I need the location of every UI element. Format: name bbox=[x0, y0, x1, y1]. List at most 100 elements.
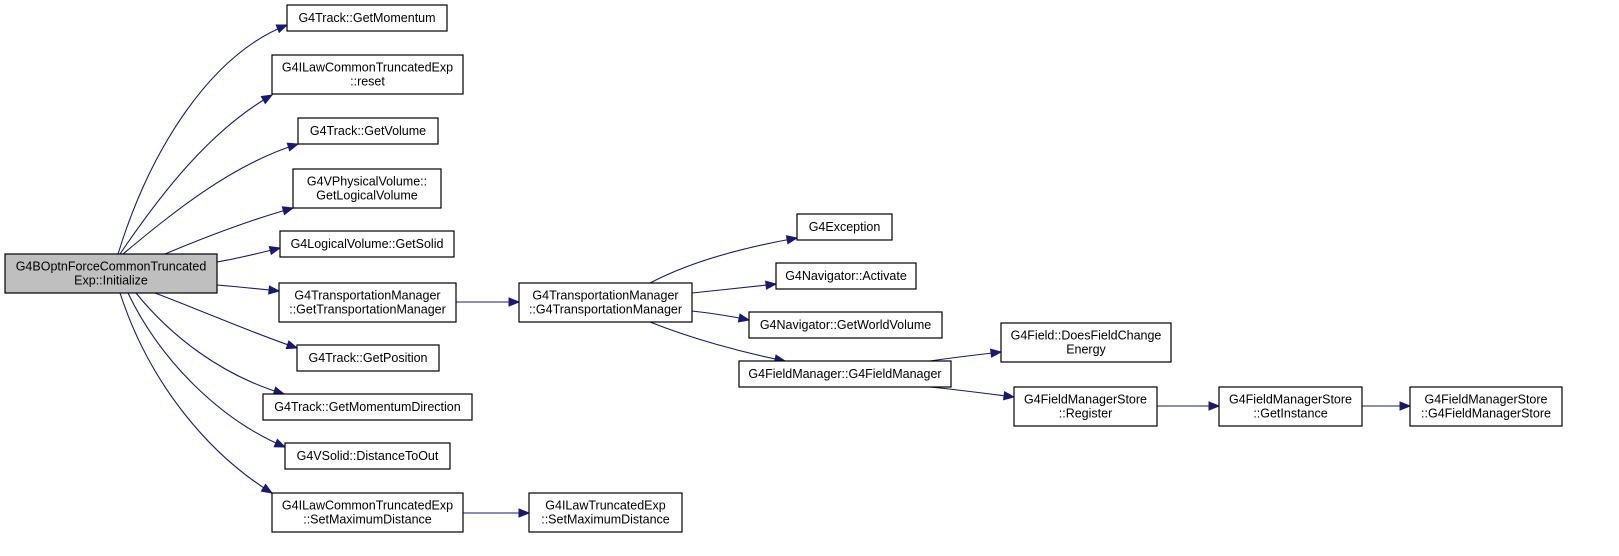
arrowhead-icon bbox=[785, 235, 799, 245]
node-label-line: G4VSolid::DistanceToOut bbox=[297, 449, 439, 463]
node-transmgr-gettransmgr[interactable]: G4TransportationManager::GetTransportati… bbox=[278, 282, 457, 323]
node-logical-getsolid[interactable]: G4LogicalVolume::GetSolid bbox=[279, 230, 455, 258]
node-label-line: ::SetMaximumDistance bbox=[541, 513, 670, 527]
edge-line bbox=[119, 94, 273, 255]
edge-line bbox=[649, 237, 798, 284]
call-edge-fmstore_register-to-fmstore_getinstance bbox=[1157, 401, 1221, 411]
node-track-getvolume[interactable]: G4Track::GetVolume bbox=[297, 117, 439, 145]
node-fmstore-ctor[interactable]: G4FieldManagerStore::G4FieldManagerStore bbox=[1409, 386, 1563, 427]
node-track-getposition[interactable]: G4Track::GetPosition bbox=[296, 344, 440, 372]
call-edge-root-to-vsolid_distout bbox=[127, 292, 287, 448]
node-label-line: ::SetMaximumDistance bbox=[303, 513, 432, 527]
edge-line bbox=[929, 386, 1015, 398]
arrowhead-icon bbox=[737, 313, 751, 323]
node-box bbox=[278, 282, 457, 323]
edge-line bbox=[119, 292, 273, 494]
node-box bbox=[518, 282, 693, 323]
edge-line bbox=[164, 207, 294, 255]
node-box bbox=[1218, 386, 1363, 427]
edge-line bbox=[135, 292, 285, 395]
node-label-line: ::reset bbox=[350, 75, 385, 89]
call-edge-root-to-logical_getsolid bbox=[216, 245, 282, 263]
node-box bbox=[738, 360, 952, 388]
arrowhead-icon bbox=[1399, 401, 1412, 411]
arrowhead-icon bbox=[765, 280, 778, 290]
edge-line bbox=[127, 292, 286, 448]
node-box bbox=[286, 4, 448, 32]
node-label-line: ::Register bbox=[1059, 407, 1113, 421]
call-edge-fmstore_getinstance-to-fmstore_ctor bbox=[1362, 401, 1412, 411]
node-box bbox=[271, 492, 464, 533]
node-vphys-getlogical[interactable]: G4VPhysicalVolume::GetLogicalVolume bbox=[292, 168, 442, 209]
node-label-line: G4Track::GetMomentumDirection bbox=[274, 400, 460, 414]
edge-line bbox=[117, 24, 288, 255]
node-track-getmomentum[interactable]: G4Track::GetMomentum bbox=[286, 4, 448, 32]
node-box bbox=[4, 253, 218, 294]
node-fmstore-getinstance[interactable]: G4FieldManagerStore::GetInstance bbox=[1218, 386, 1363, 427]
node-label-line: G4VPhysicalVolume:: bbox=[307, 175, 427, 189]
edge-line bbox=[122, 143, 299, 255]
node-nav-getworld[interactable]: G4Navigator::GetWorldVolume bbox=[748, 311, 943, 339]
call-edge-root-to-ilaw_reset bbox=[119, 94, 274, 255]
call-edge-root-to-track_getposition bbox=[154, 292, 299, 350]
node-label-line: G4FieldManagerStore bbox=[1229, 393, 1352, 407]
call-edge-root-to-vphys_getlogical bbox=[164, 206, 295, 255]
edge-line bbox=[691, 283, 777, 294]
call-edge-root-to-track_getvolume bbox=[122, 142, 300, 255]
arrowhead-icon bbox=[260, 483, 274, 494]
node-label-line: G4Track::GetVolume bbox=[310, 124, 426, 138]
node-label-line: ::GetTransportationManager bbox=[289, 303, 446, 317]
call-edge-root-to-ilaw_setmaxdist bbox=[119, 292, 274, 494]
node-box bbox=[284, 442, 451, 470]
arrowhead-icon bbox=[260, 94, 274, 105]
node-label-line: G4Track::GetMomentum bbox=[298, 11, 435, 25]
node-label-line: G4ILawCommonTruncatedExp bbox=[282, 61, 453, 75]
node-box bbox=[297, 117, 439, 145]
node-label-line: G4FieldManagerStore bbox=[1024, 393, 1147, 407]
node-label-line: GetLogicalVolume bbox=[316, 189, 418, 203]
node-nav-activate[interactable]: G4Navigator::Activate bbox=[775, 262, 917, 290]
node-label-line: Energy bbox=[1066, 343, 1106, 357]
call-edge-fieldmgr_ctor-to-field_doeschange bbox=[929, 348, 1003, 362]
arrowhead-icon bbox=[268, 245, 282, 256]
call-edge-root-to-track_getmomentum bbox=[117, 24, 289, 255]
node-label-line: G4TransportationManager bbox=[532, 289, 678, 303]
edge-line bbox=[154, 292, 298, 349]
node-label-line: G4Track::GetPosition bbox=[308, 351, 427, 365]
node-root[interactable]: G4BOptnForceCommonTruncatedExp::Initiali… bbox=[4, 253, 218, 294]
node-box bbox=[271, 54, 464, 95]
edge-line bbox=[649, 321, 786, 362]
node-transmgr-ctor[interactable]: G4TransportationManager::G4Transportatio… bbox=[518, 282, 693, 323]
node-ilaw-setmaxdist[interactable]: G4ILawCommonTruncatedExp::SetMaximumDist… bbox=[271, 492, 464, 533]
node-fmstore-register[interactable]: G4FieldManagerStore::Register bbox=[1013, 386, 1158, 427]
node-label-line: ::GetInstance bbox=[1253, 407, 1327, 421]
node-ilaw-reset[interactable]: G4ILawCommonTruncatedExp::reset bbox=[271, 54, 464, 95]
node-fieldmgr-ctor[interactable]: G4FieldManager::G4FieldManager bbox=[738, 360, 952, 388]
arrowhead-icon bbox=[1208, 401, 1221, 411]
node-label-line: G4Navigator::GetWorldVolume bbox=[760, 318, 931, 332]
node-track-getmomdir[interactable]: G4Track::GetMomentumDirection bbox=[262, 393, 473, 421]
node-label-line: Exp::Initialize bbox=[74, 274, 148, 288]
node-label-line: ::G4TransportationManager bbox=[529, 303, 682, 317]
node-box bbox=[262, 393, 473, 421]
node-ilawtrunc-setmaxdist[interactable]: G4ILawTruncatedExp::SetMaximumDistance bbox=[528, 492, 683, 533]
node-label-line: G4LogicalVolume::GetSolid bbox=[291, 237, 444, 251]
node-vsolid-distout[interactable]: G4VSolid::DistanceToOut bbox=[284, 442, 451, 470]
node-g4exception[interactable]: G4Exception bbox=[796, 213, 893, 241]
node-box bbox=[528, 492, 683, 533]
node-box bbox=[1409, 386, 1563, 427]
node-label-line: G4Navigator::Activate bbox=[785, 269, 907, 283]
node-label-line: G4BOptnForceCommonTruncated bbox=[16, 260, 207, 274]
arrowhead-icon bbox=[518, 508, 531, 518]
node-box bbox=[1000, 322, 1172, 363]
node-label-line: G4ILawCommonTruncatedExp bbox=[282, 499, 453, 513]
call-edges bbox=[117, 24, 1412, 518]
arrowhead-icon bbox=[281, 206, 295, 216]
arrowhead-icon bbox=[285, 340, 299, 350]
arrowhead-icon bbox=[508, 297, 521, 307]
node-box bbox=[1013, 386, 1158, 427]
call-edge-transmgr_gettransmgr-to-transmgr_ctor bbox=[456, 297, 521, 307]
call-edge-root-to-transmgr_gettransmgr bbox=[216, 284, 281, 295]
